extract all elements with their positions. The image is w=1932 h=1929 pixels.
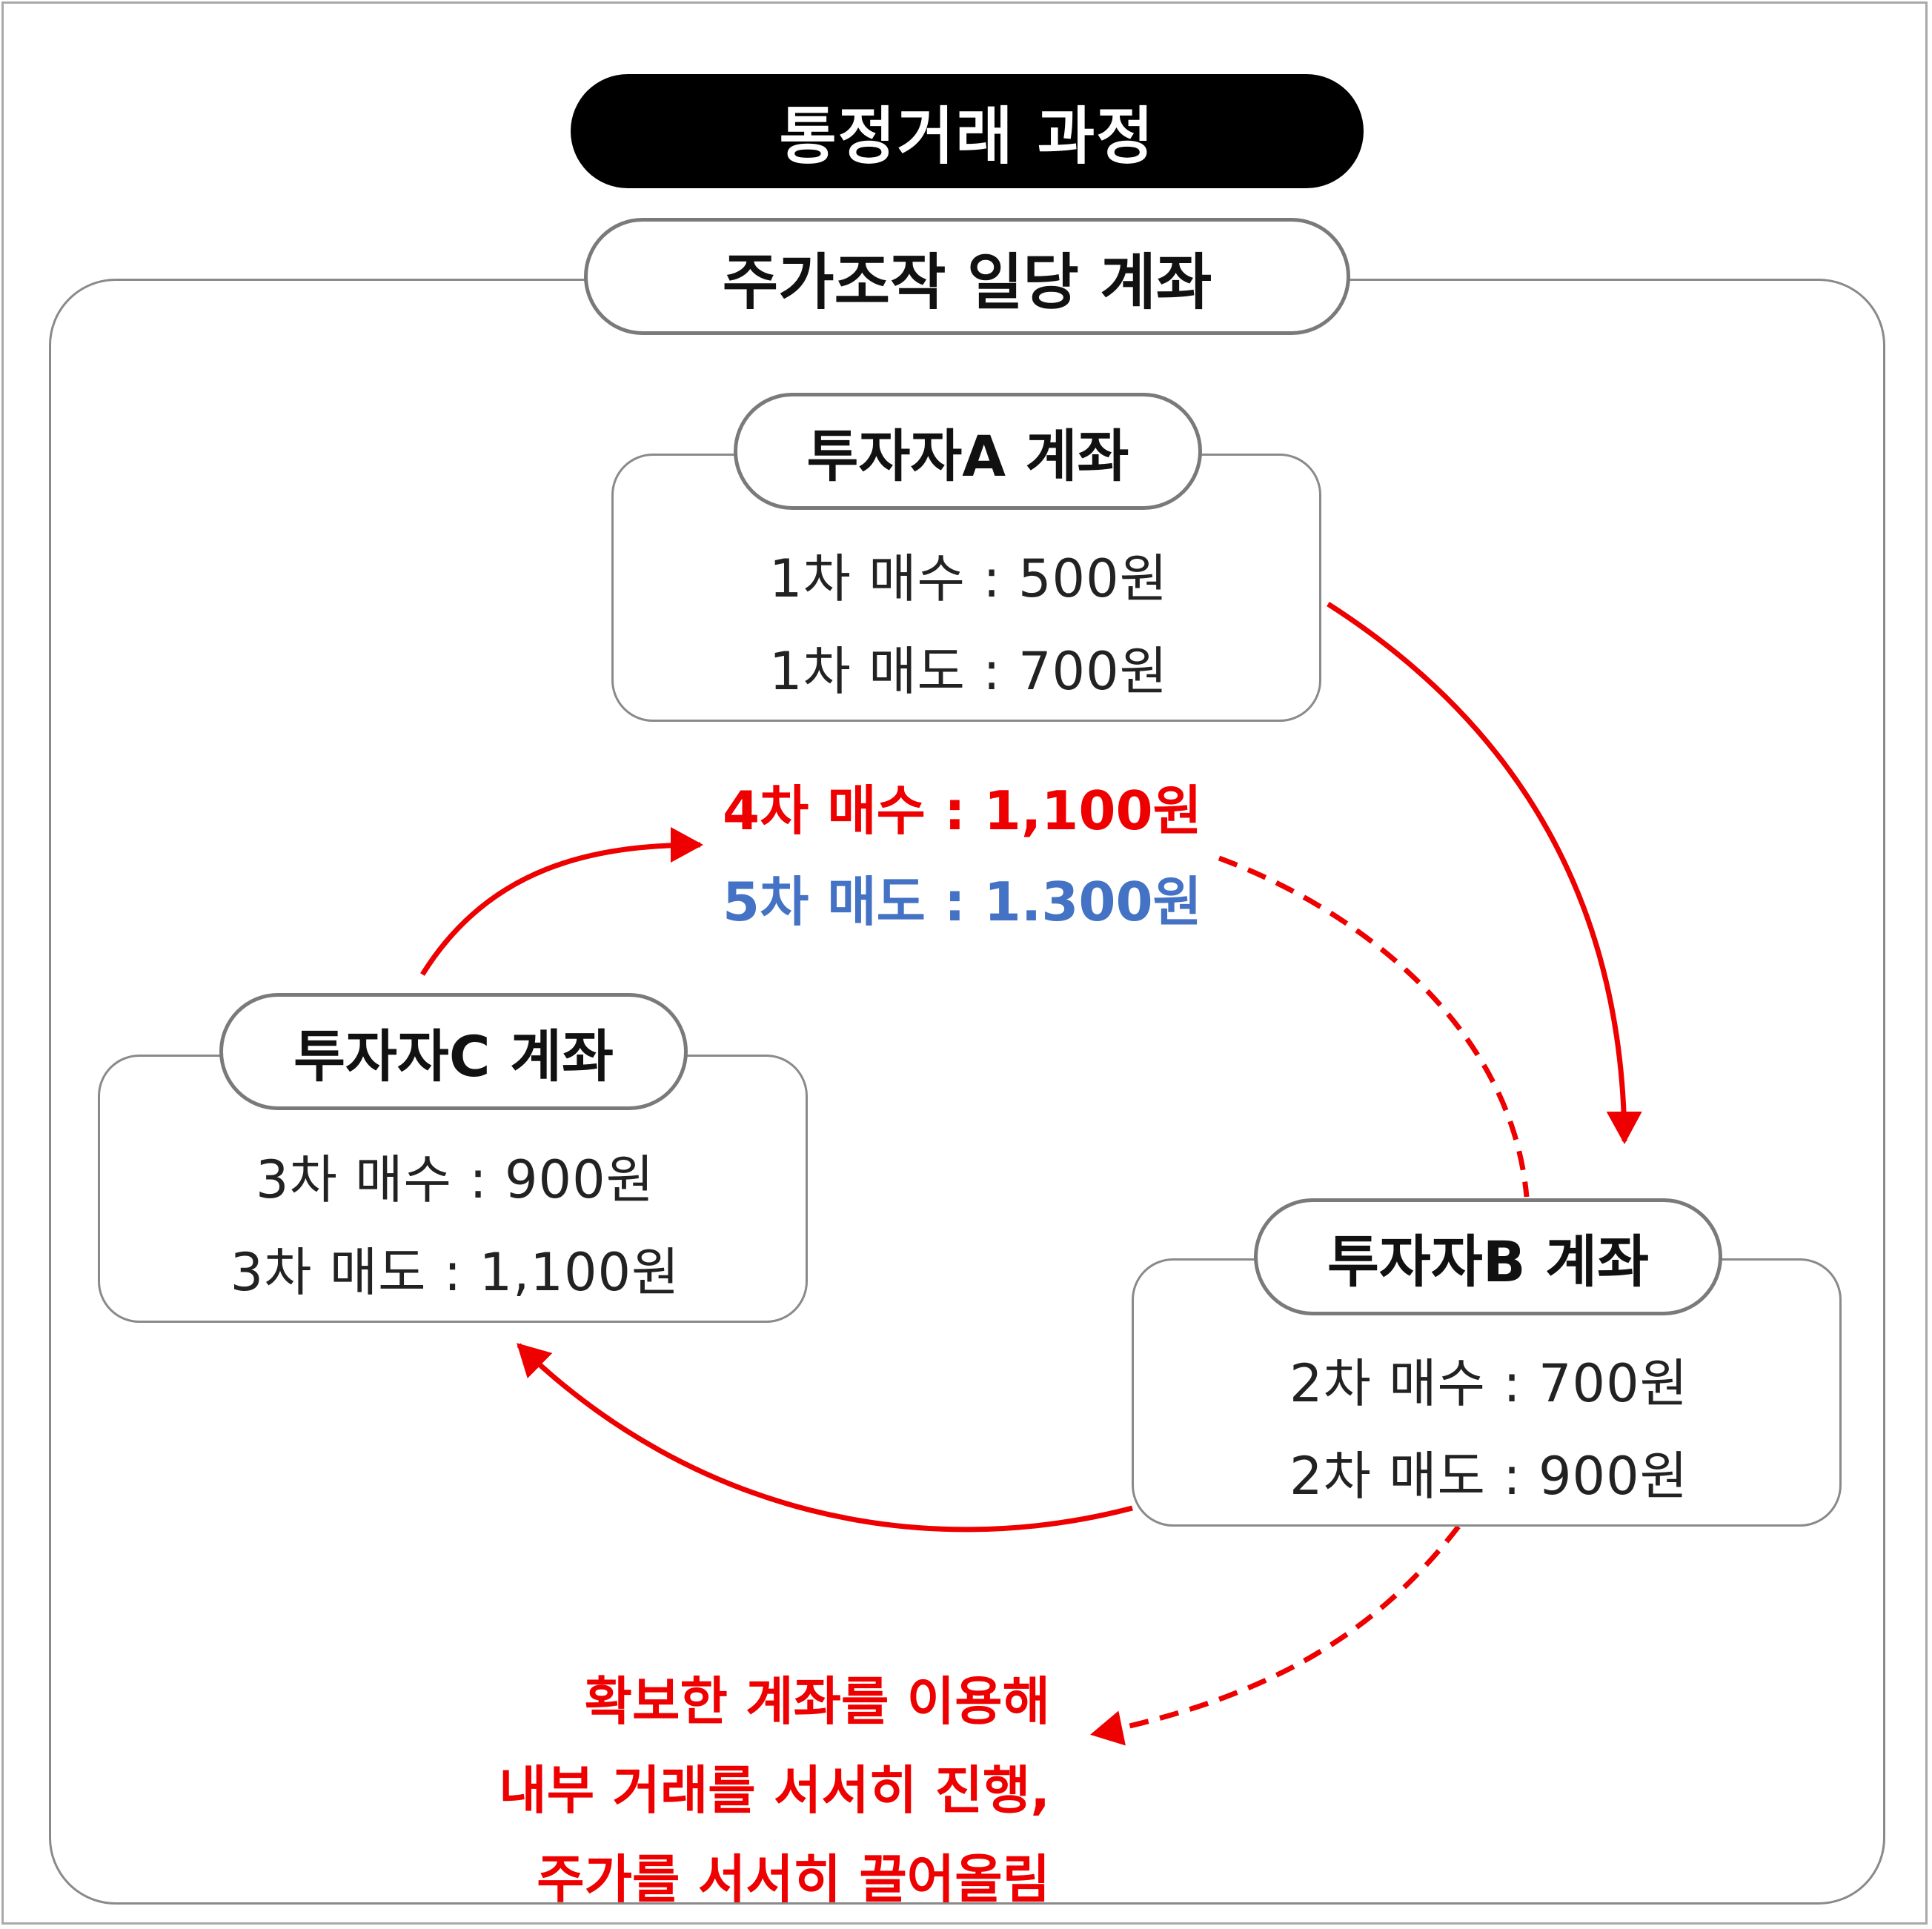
note-line-1: 확보한 계좌를 이용해 [584,1671,1050,1732]
arrow-a-to-b [1327,602,1642,1144]
note-line-2: 내부 거래를 서서히 진행, [499,1760,1050,1821]
account-c-label: 투자자C 계좌 [219,993,688,1110]
account-a-sell: 1차 매도 : 700원 [769,641,1169,702]
account-a-card: 1차 매수 : 500원 1차 매도 : 700원 [611,454,1321,722]
account-c-buy: 3차 매수 : 900원 [255,1149,655,1210]
arrow-center-to-b-dashed [1218,855,1530,1198]
center-buy-text: 4차 매수 : 1,100원 [723,780,1202,842]
diagram-title: 통정거래 과정 [571,74,1364,188]
group-label: 주가조작 일당 계좌 [584,218,1350,335]
account-b-label: 투자자B 계좌 [1254,1198,1722,1315]
note-line-3: 주가를 서서히 끌어올림 [537,1849,1050,1910]
account-a-label: 투자자A 계좌 [734,393,1202,510]
account-b-sell: 2차 매도 : 900원 [1289,1446,1689,1507]
arrow-b-to-c [517,1343,1133,1533]
arrow-b-to-note-dashed [1090,1524,1461,1746]
account-a-buy: 1차 매수 : 500원 [769,548,1169,609]
arrow-c-to-center [420,827,703,976]
account-c-sell: 3차 매도 : 1,100원 [230,1242,680,1303]
center-sell-text: 5차 매도 : 1.300원 [723,871,1202,933]
account-b-buy: 2차 매수 : 700원 [1289,1353,1689,1414]
